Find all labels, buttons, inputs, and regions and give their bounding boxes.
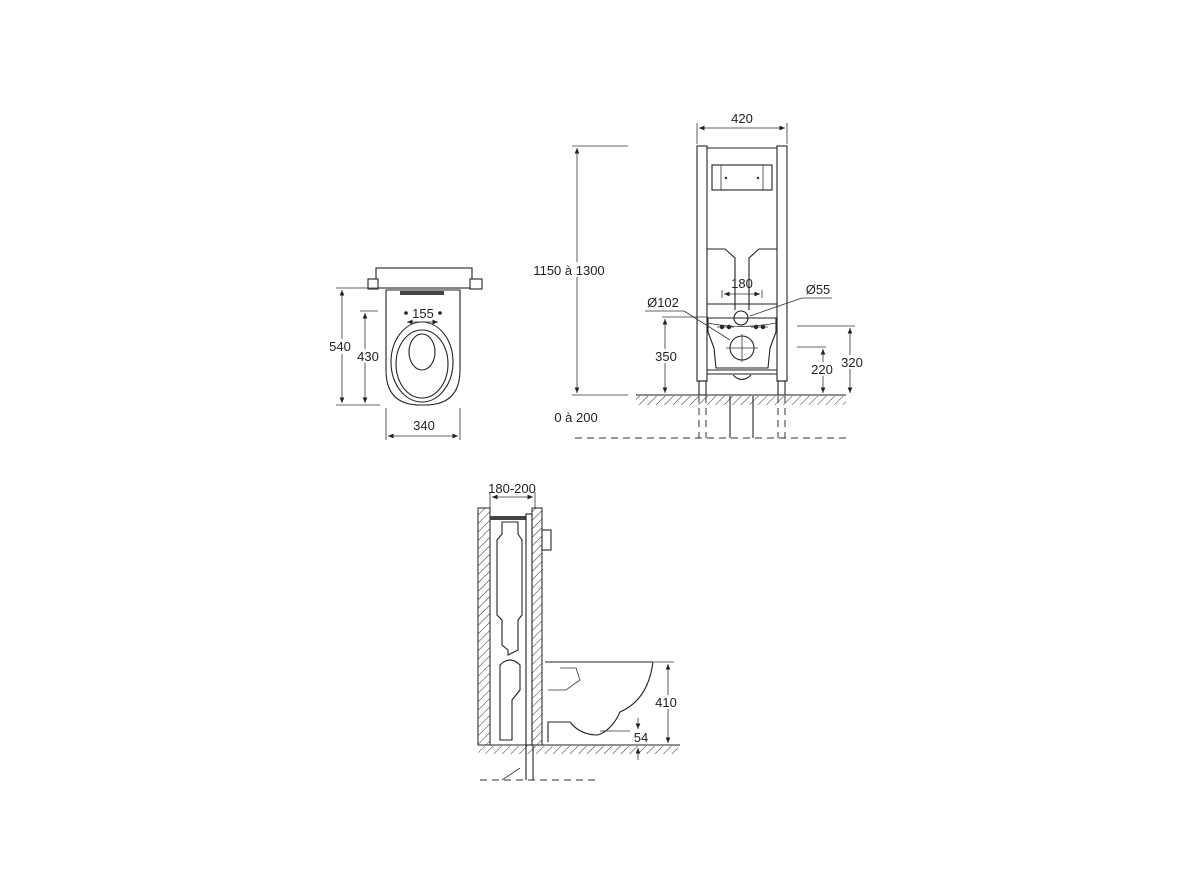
dim-frame-width-label: 420 bbox=[731, 111, 753, 126]
bowl-side bbox=[545, 661, 654, 742]
bracket-right bbox=[469, 278, 483, 290]
side-view: 180-200 410 54 bbox=[477, 481, 683, 781]
bowl-opening bbox=[408, 333, 436, 371]
cistern-top bbox=[375, 267, 473, 289]
dim-seat-label: 430 bbox=[357, 349, 379, 364]
dim-drain-label: Ø102 bbox=[647, 295, 679, 310]
dim-water-inlet-label: Ø55 bbox=[806, 282, 831, 297]
flush-plate-side bbox=[541, 529, 552, 551]
bracket-left bbox=[367, 278, 379, 290]
water-inlet-circle bbox=[733, 310, 749, 326]
dim-bottom-clearance-label: 54 bbox=[634, 730, 648, 745]
seat-inner bbox=[395, 329, 449, 399]
bowl-outline bbox=[385, 289, 461, 406]
dim-frame-height-label: 1150 à 1300 bbox=[533, 263, 604, 278]
dim-width-label: 340 bbox=[413, 418, 435, 433]
dim-rod-height-label: 350 bbox=[655, 349, 677, 364]
dim-rod-spacing-label: 180 bbox=[731, 276, 753, 291]
dim-bowl-height-label: 410 bbox=[655, 695, 677, 710]
front-view: 420 1150 à 1300 0 à 200 180 Ø55 Ø102 350… bbox=[526, 111, 868, 439]
dim-floor-label: 0 à 200 bbox=[554, 410, 597, 425]
fixing-marks bbox=[717, 324, 768, 330]
bowl-front bbox=[707, 317, 777, 369]
dim-length-label: 540 bbox=[329, 339, 351, 354]
hinge bbox=[400, 291, 444, 295]
dim-inlet-height-label: 320 bbox=[841, 355, 863, 370]
cistern-side bbox=[496, 521, 523, 656]
top-view: 540 430 340 155 bbox=[326, 267, 483, 440]
dim-fixing-label: 155 bbox=[412, 306, 434, 321]
dim-wall-depth-label: 180-200 bbox=[488, 481, 536, 496]
flush-plate bbox=[711, 164, 773, 191]
cistern-outline bbox=[707, 248, 777, 310]
dim-drain-height-label: 220 bbox=[811, 362, 833, 377]
